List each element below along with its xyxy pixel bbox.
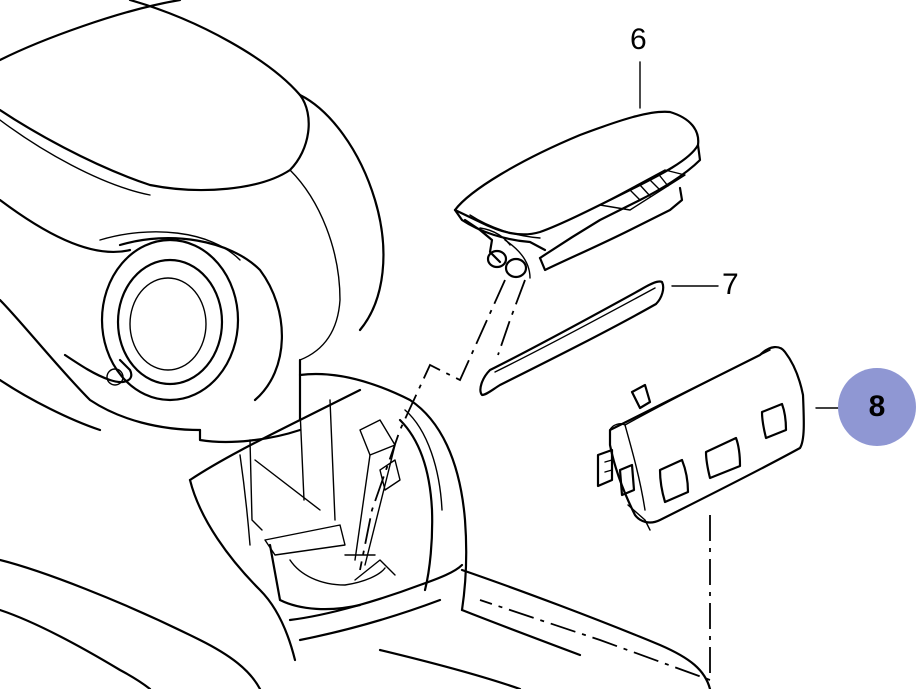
callout-8-highlight[interactable]: 8	[838, 368, 916, 446]
callout-6[interactable]: 6	[630, 23, 647, 56]
assembly-lines	[359, 279, 711, 682]
part-8-switch-module	[596, 346, 805, 531]
part-7-trim-strip	[479, 280, 665, 397]
callout-7[interactable]: 7	[722, 268, 739, 301]
part-6-lid	[453, 110, 702, 279]
center-console	[0, 0, 712, 689]
callout-8: 8	[868, 390, 886, 423]
